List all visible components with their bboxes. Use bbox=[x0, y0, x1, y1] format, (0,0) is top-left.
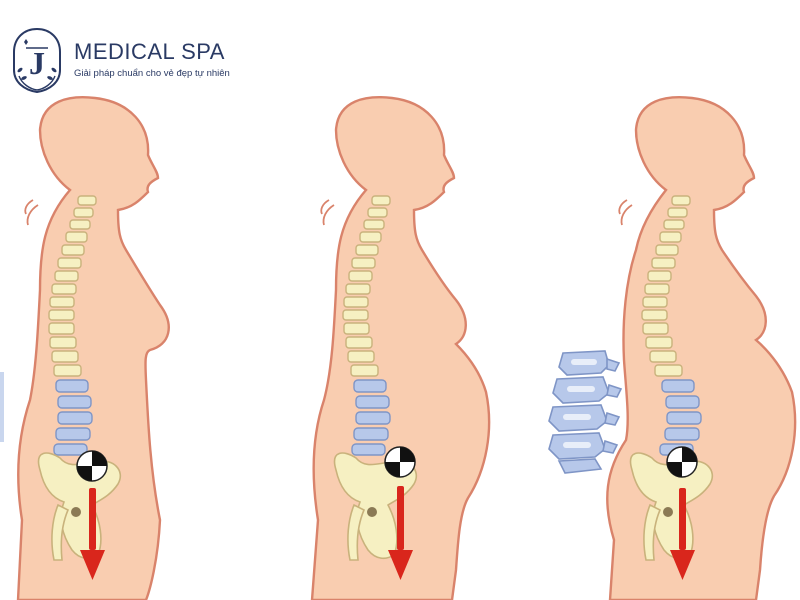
brand-tagline: Giải pháp chuẩn cho vẻ đẹp tự nhiên bbox=[74, 68, 230, 79]
logo-letter: J bbox=[29, 45, 45, 81]
figure-pregnant bbox=[300, 0, 530, 600]
left-edge-strip bbox=[0, 372, 4, 442]
laurel-shield-icon: J bbox=[13, 27, 61, 94]
gravity-arrow bbox=[670, 488, 695, 580]
lumbar-vertebrae-detail bbox=[548, 350, 623, 474]
brand-name: MEDICAL SPA bbox=[74, 39, 225, 64]
center-of-gravity-marker bbox=[384, 446, 416, 478]
center-of-gravity-marker bbox=[666, 446, 698, 478]
spine-upper bbox=[342, 195, 391, 377]
brand-logo[interactable]: J MEDICAL SPA Giải pháp chuẩn cho vẻ đẹp… bbox=[10, 26, 250, 96]
spine-upper bbox=[641, 195, 691, 377]
lumbar-spine bbox=[53, 379, 93, 456]
pelvis bbox=[333, 452, 418, 561]
gravity-arrow bbox=[80, 488, 105, 580]
spine-upper bbox=[48, 195, 97, 377]
figure-normal bbox=[0, 0, 230, 600]
center-of-gravity-marker bbox=[76, 450, 108, 482]
gravity-arrow bbox=[388, 486, 413, 580]
body-silhouette bbox=[606, 96, 797, 600]
figure-pregnant-curved bbox=[570, 0, 800, 600]
lumbar-spine bbox=[351, 379, 391, 456]
